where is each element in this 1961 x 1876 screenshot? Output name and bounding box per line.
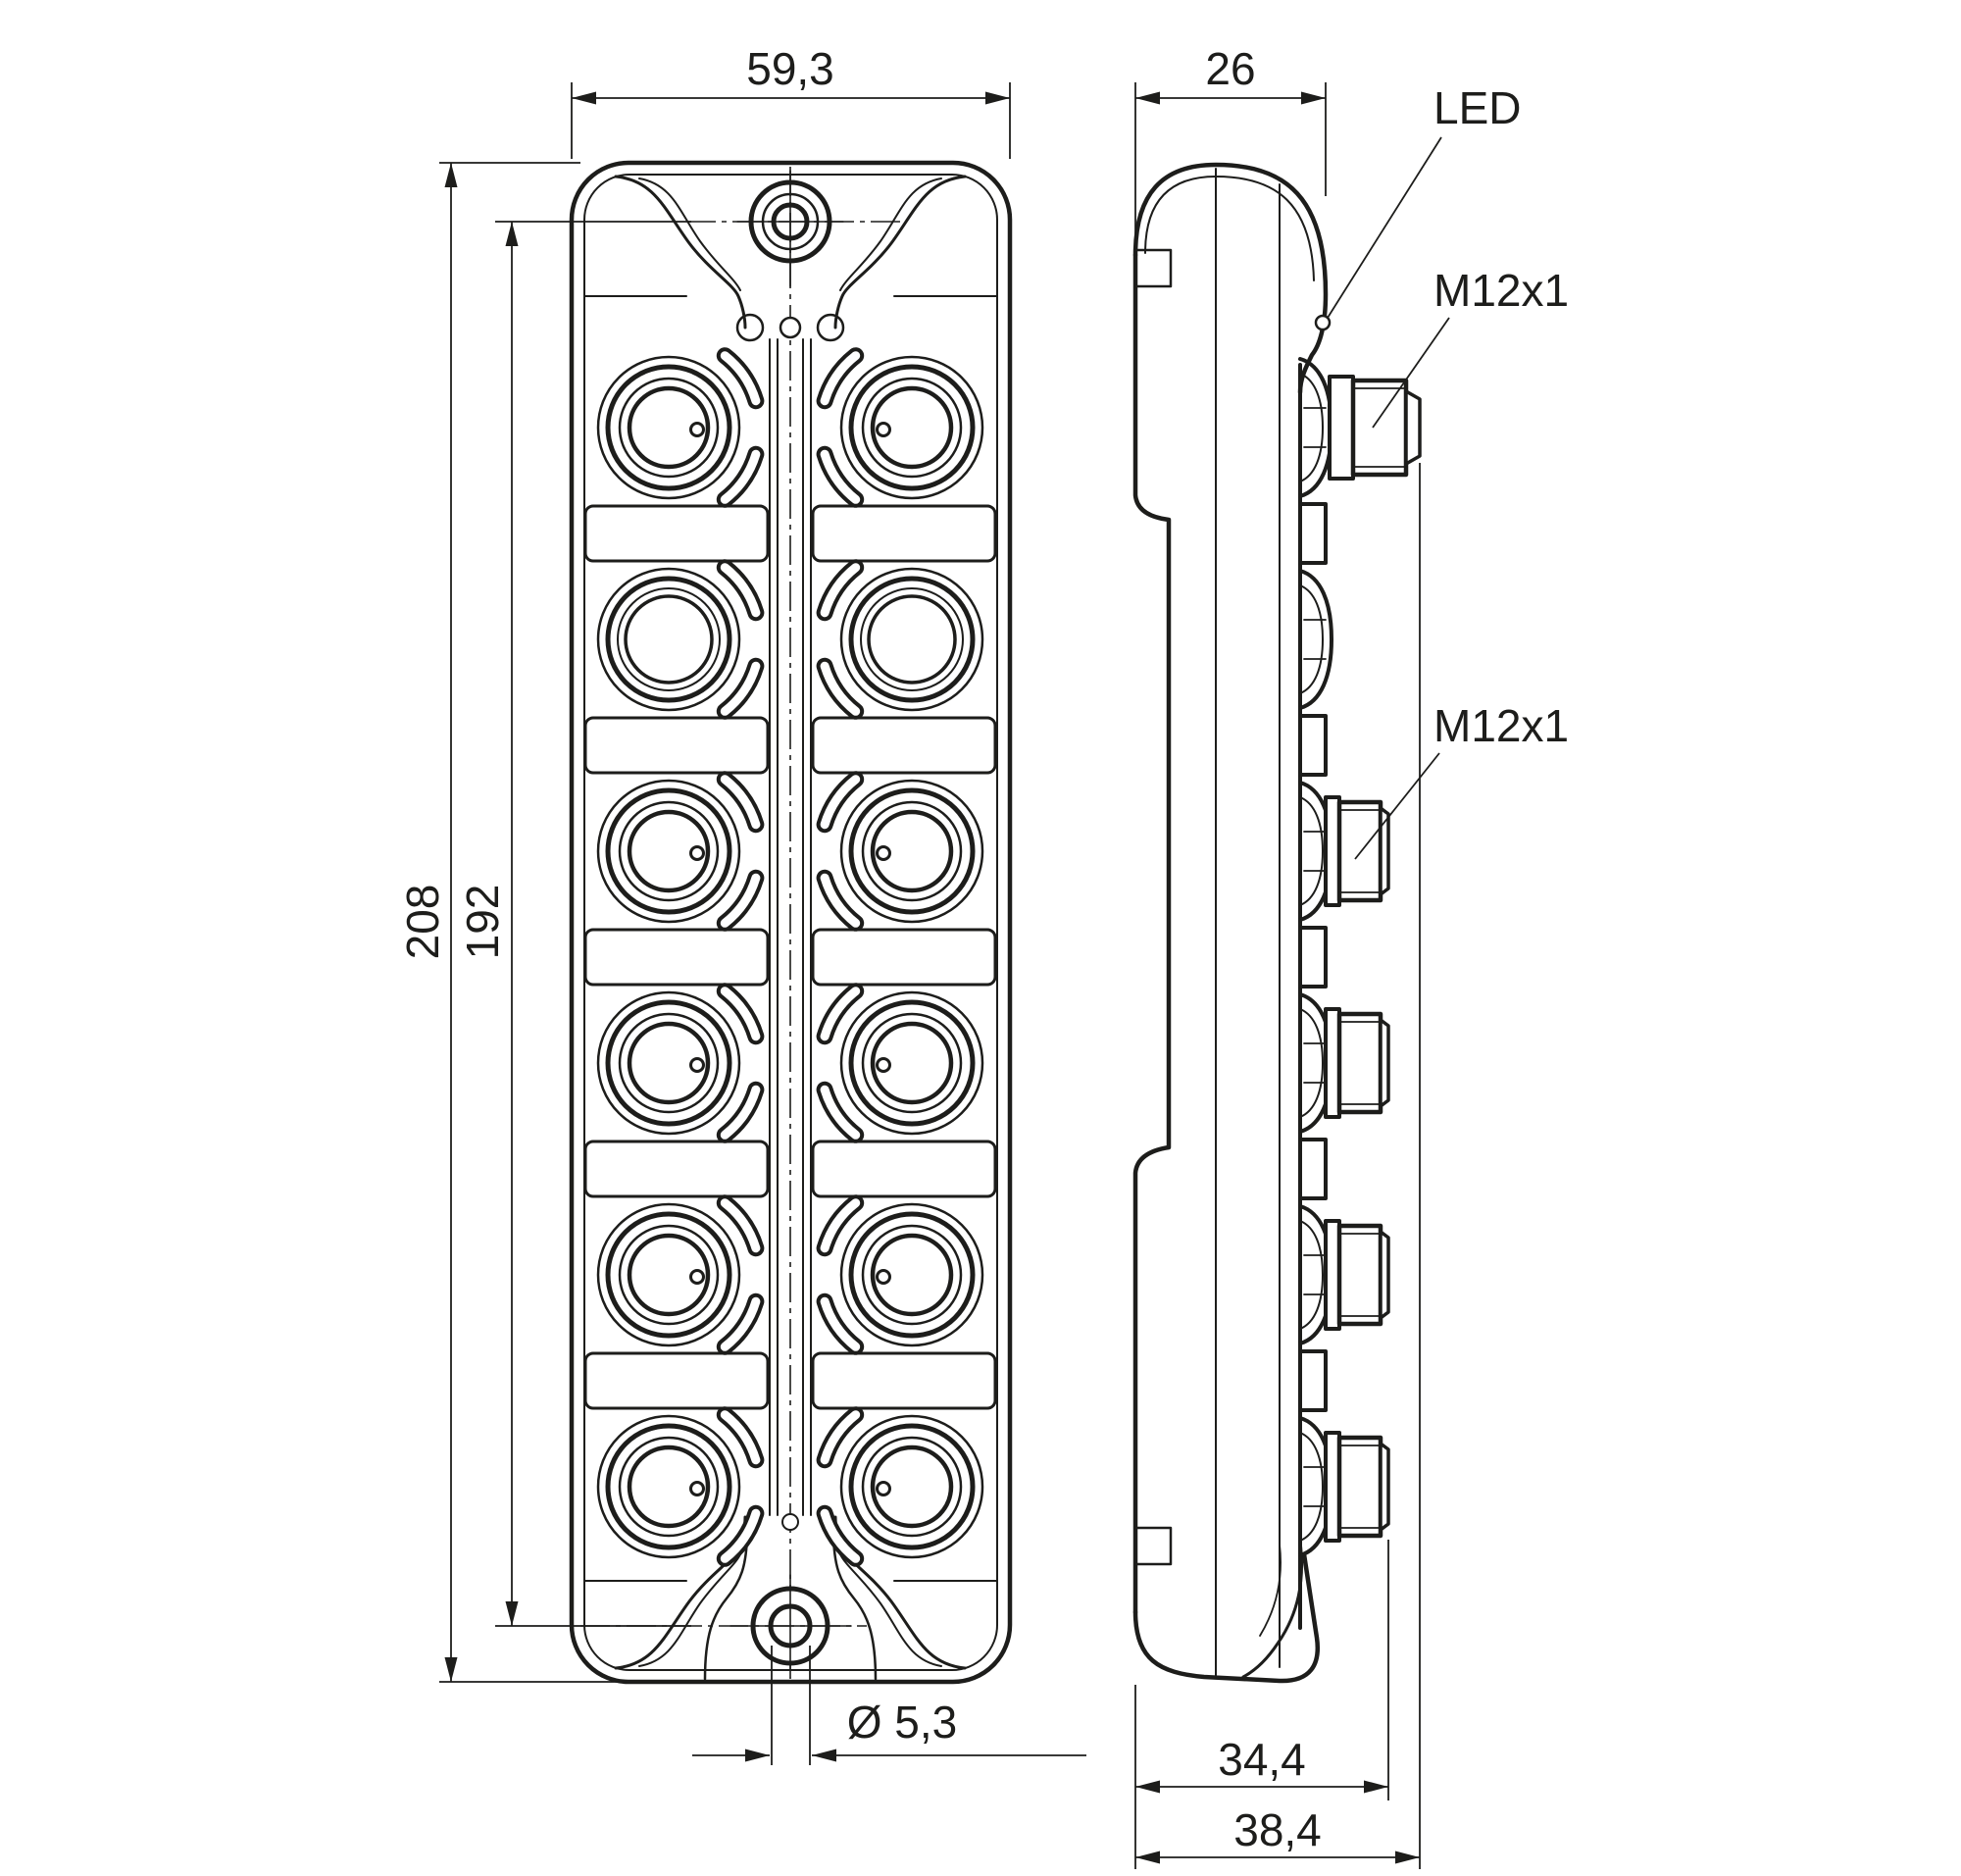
dim-side-depth-value: 26 (1205, 43, 1255, 94)
led-indicator (1314, 314, 1332, 331)
dim-total-height: 208 (397, 162, 755, 1683)
m12-socket-front (598, 781, 739, 922)
dim-hole-diameter-value: Ø 5,3 (847, 1697, 958, 1748)
side-separator-block (1298, 926, 1328, 989)
m12-thread-side (1326, 1009, 1388, 1117)
side-top-cap (1132, 162, 1329, 395)
m12-socket-front (598, 1204, 739, 1345)
m12-top-label: M12x1 (1433, 265, 1569, 316)
side-bottom-edge (1132, 1551, 1321, 1684)
separator-bar (811, 1351, 997, 1410)
m12-thread-side (1326, 1433, 1388, 1541)
front-body-outline (569, 160, 1013, 1685)
side-dome (1298, 569, 1333, 710)
m12-socket-front-open (598, 569, 739, 710)
separator-bar (811, 928, 997, 987)
callout-m12-side: M12x1 (1354, 700, 1569, 860)
dim-total-depth-value: 38,4 (1233, 1804, 1322, 1855)
led-label: LED (1433, 82, 1521, 133)
m12-socket-front (841, 781, 982, 922)
top-mounting-hole (686, 170, 902, 287)
m12-socket-front (841, 1204, 982, 1345)
dim-hole-diameter: Ø 5,3 (692, 1646, 1086, 1765)
side-separator-block (1298, 1349, 1328, 1412)
side-separator-block (1298, 1138, 1328, 1200)
separator-bar (583, 1351, 770, 1410)
separator-bar (583, 504, 770, 563)
side-foot (1241, 1540, 1304, 1679)
dim-hole-spacing: 192 (457, 221, 691, 1627)
callout-led: LED (1327, 82, 1521, 319)
m12-socket-front (841, 357, 982, 498)
center-channel (735, 313, 845, 1531)
side-separator-block (1298, 502, 1328, 565)
dim-depth-connector-value: 34,4 (1218, 1734, 1306, 1785)
separator-bar (811, 504, 997, 563)
dim-total-height-value: 208 (397, 885, 448, 960)
m12-socket-front (598, 357, 739, 498)
dim-total-depth: 38,4 (1135, 463, 1421, 1869)
front-view (569, 160, 1013, 1685)
m12-socket-front (598, 1416, 739, 1557)
dim-hole-spacing-value: 192 (457, 885, 508, 960)
dim-depth-connector: 34,4 (1134, 1540, 1389, 1869)
separator-bar (583, 1140, 770, 1198)
separator-bar (811, 716, 997, 775)
side-dome (1298, 357, 1333, 498)
separator-bar (583, 928, 770, 987)
m12-socket-front (841, 1416, 982, 1557)
dim-front-width: 59,3 (571, 43, 1011, 159)
side-view (1132, 162, 1420, 1684)
top-notch (584, 175, 997, 330)
m12-thread-side (1326, 797, 1388, 905)
dim-front-width-value: 59,3 (746, 43, 834, 94)
m12-socket-front-open (841, 569, 982, 710)
dim-side-depth: 26 (1134, 43, 1327, 245)
m12-thread-side (1330, 377, 1420, 479)
callout-m12-top: M12x1 (1372, 265, 1569, 429)
side-separator-block (1298, 714, 1328, 777)
m12-socket-front (841, 992, 982, 1134)
m12-side-label: M12x1 (1433, 700, 1569, 751)
side-back-edge (1132, 248, 1173, 1615)
m12-thread-side (1326, 1221, 1388, 1329)
separator-bar (811, 1140, 997, 1198)
m12-socket-front (598, 992, 739, 1134)
separator-bar (583, 716, 770, 775)
